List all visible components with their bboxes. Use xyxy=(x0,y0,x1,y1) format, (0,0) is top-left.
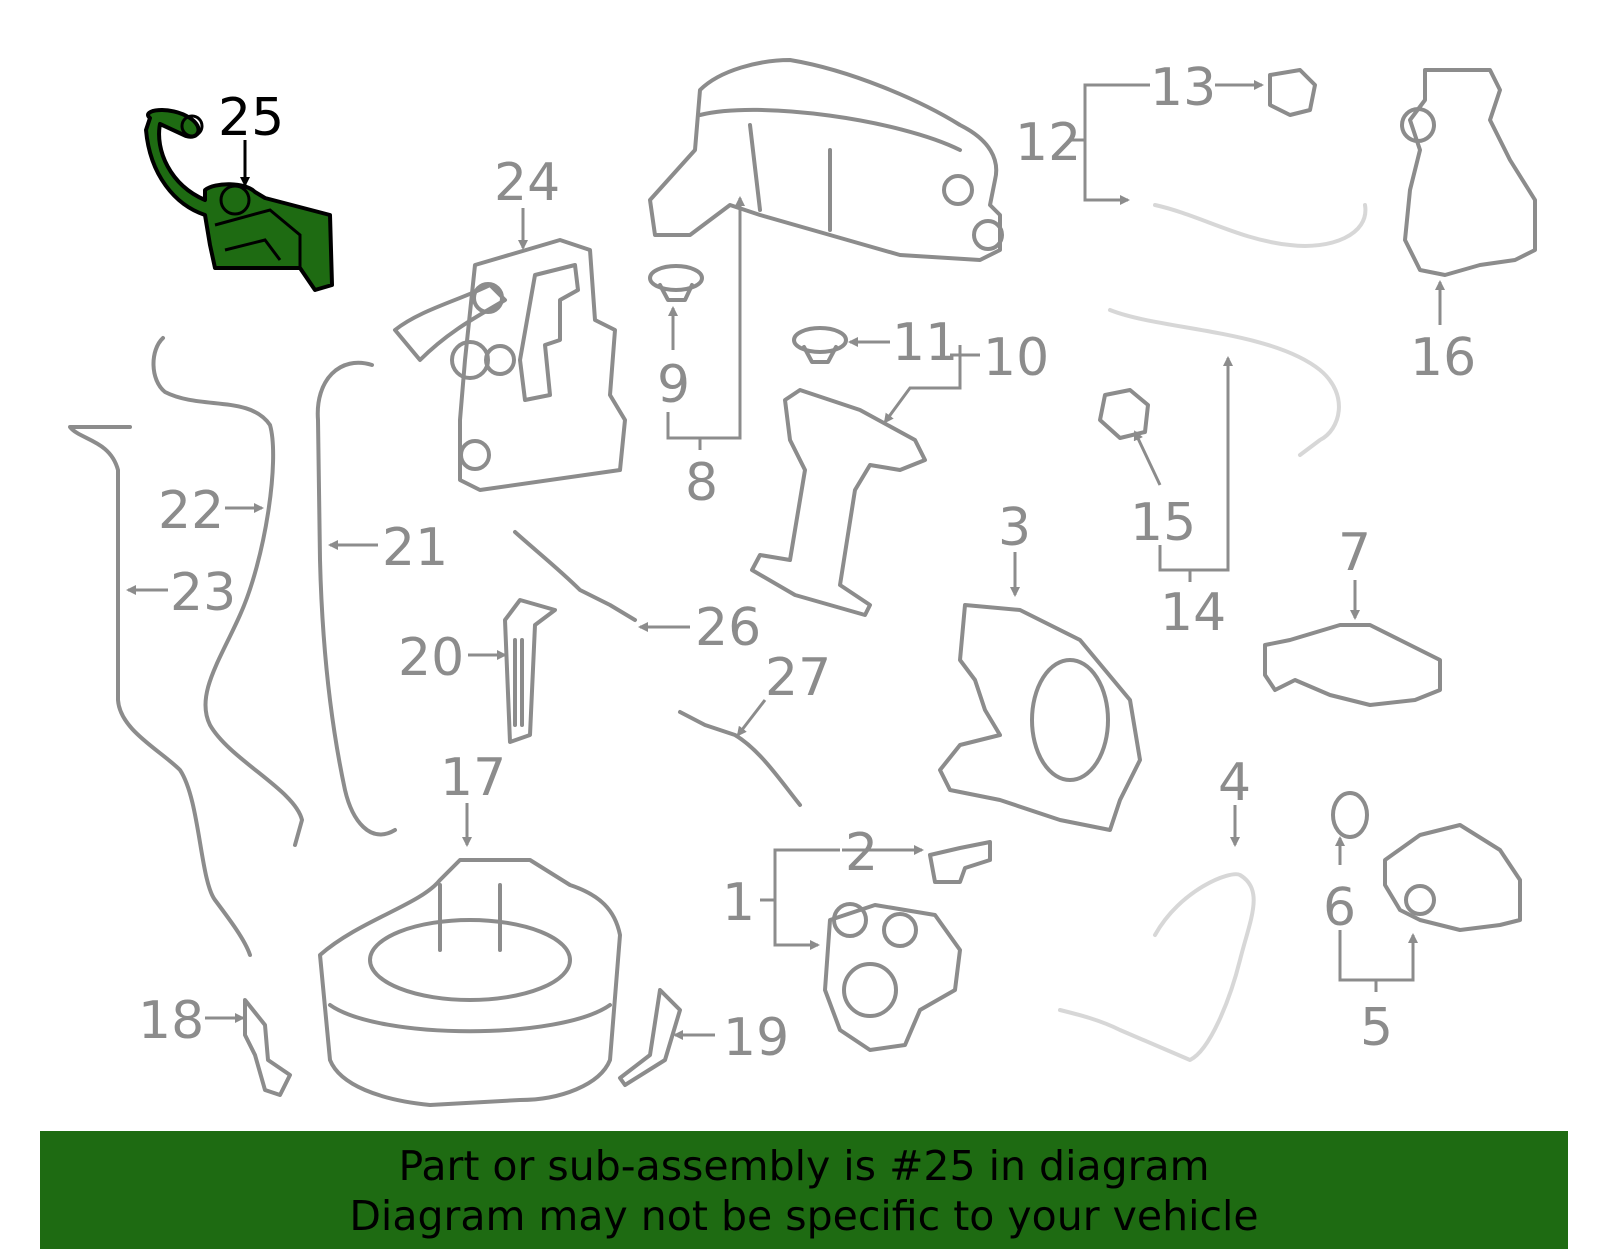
part-8-cover[interactable] xyxy=(648,58,1004,262)
callout-24: 24 xyxy=(494,153,560,213)
callout-12: 12 xyxy=(1015,113,1081,173)
callout-25: 25 xyxy=(218,88,284,148)
callout-3: 3 xyxy=(998,498,1031,558)
part-9-grommet[interactable] xyxy=(648,264,704,302)
part-17-canister[interactable] xyxy=(318,858,622,1107)
part-14-hose[interactable] xyxy=(1108,308,1341,457)
callout-9: 9 xyxy=(657,355,690,415)
part-11-grommet[interactable] xyxy=(792,326,848,364)
callout-20: 20 xyxy=(398,628,464,688)
callout-13: 13 xyxy=(1150,58,1216,118)
part-4-hose[interactable] xyxy=(1058,872,1256,1062)
part-2-sensor[interactable] xyxy=(928,840,992,884)
callout-7: 7 xyxy=(1338,523,1371,583)
callout-17: 17 xyxy=(440,748,506,808)
part-6-o-ring[interactable] xyxy=(1331,791,1369,839)
callout-15: 15 xyxy=(1130,493,1196,553)
callout-21: 21 xyxy=(382,518,448,578)
part-15-clamp[interactable] xyxy=(1098,388,1150,440)
callout-5: 5 xyxy=(1360,998,1393,1058)
callout-16: 16 xyxy=(1410,328,1476,388)
callout-18: 18 xyxy=(138,991,204,1051)
part-24-bracket-valve[interactable] xyxy=(393,238,627,492)
callout-23: 23 xyxy=(170,563,236,623)
part-21-hose[interactable] xyxy=(315,360,397,837)
callout-14: 14 xyxy=(1160,583,1226,643)
part-26-sensor[interactable] xyxy=(513,530,637,622)
callout-4: 4 xyxy=(1218,753,1251,813)
callout-6: 6 xyxy=(1323,878,1356,938)
part-19-bracket[interactable] xyxy=(618,988,682,1087)
part-7-heat-shield[interactable] xyxy=(1263,623,1442,707)
callout-8: 8 xyxy=(685,453,718,513)
part-1-air-pump[interactable] xyxy=(823,902,962,1052)
banner-line-1: Part or sub-assembly is #25 in diagram xyxy=(398,1142,1210,1190)
part-25-highlighted[interactable] xyxy=(144,108,334,292)
part-22-hose[interactable] xyxy=(151,336,304,847)
part-16-air-duct[interactable] xyxy=(1400,68,1537,277)
part-18-bracket[interactable] xyxy=(243,998,292,1097)
part-13-clamp[interactable] xyxy=(1268,68,1317,117)
callout-10: 10 xyxy=(983,328,1049,388)
part-20-strap[interactable] xyxy=(503,598,557,744)
part-12-hose[interactable] xyxy=(1153,203,1368,248)
part-5-valve[interactable] xyxy=(1383,823,1522,932)
callout-27: 27 xyxy=(765,648,831,708)
part-10-bracket[interactable] xyxy=(750,388,927,617)
callout-1: 1 xyxy=(722,873,755,933)
part-27-sensor[interactable] xyxy=(678,710,802,807)
callout-19: 19 xyxy=(723,1008,789,1068)
info-banner: Part or sub-assembly is #25 in diagram D… xyxy=(40,1131,1568,1249)
callout-26: 26 xyxy=(695,598,761,658)
part-3-heat-shield[interactable] xyxy=(938,603,1142,832)
callout-22: 22 xyxy=(158,481,224,541)
part-23-line[interactable] xyxy=(68,425,252,957)
banner-line-2: Diagram may not be specific to your vehi… xyxy=(349,1192,1259,1240)
callout-lines xyxy=(126,80,1445,1040)
callout-numbers: 25 24 22 23 21 20 26 27 17 18 19 9 8 11 … xyxy=(138,58,1476,1068)
callout-2: 2 xyxy=(845,823,878,883)
callout-11: 11 xyxy=(892,313,958,373)
